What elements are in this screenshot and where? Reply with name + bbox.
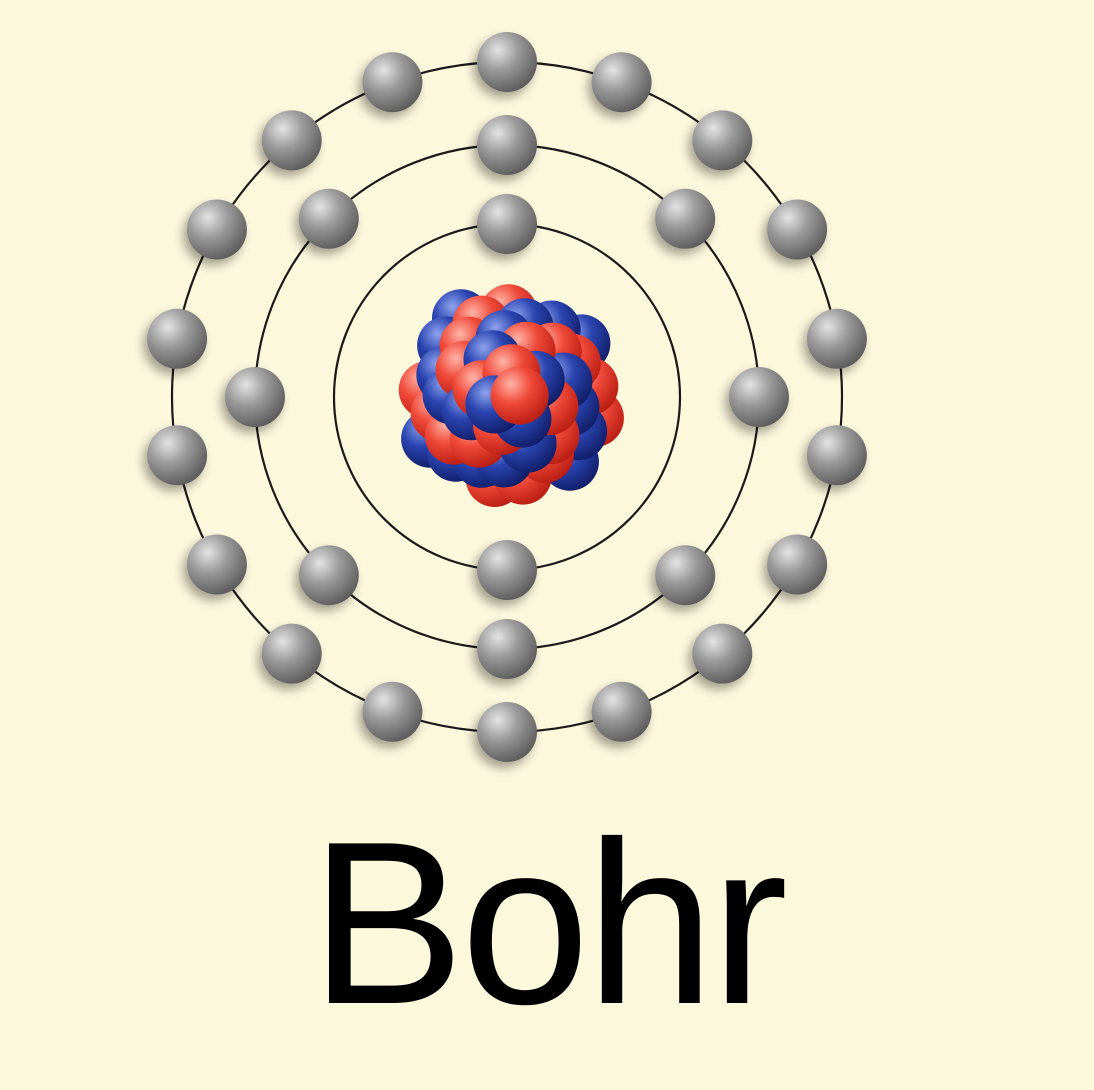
proton xyxy=(490,366,549,425)
electron xyxy=(362,681,423,742)
electron xyxy=(186,199,247,260)
electron xyxy=(298,188,359,249)
electron xyxy=(692,110,753,171)
caption-title: Bohr xyxy=(309,794,788,1053)
electron xyxy=(591,681,652,742)
electron xyxy=(186,534,247,595)
electron xyxy=(298,545,359,606)
electron xyxy=(477,115,537,175)
electron xyxy=(261,623,322,684)
nucleus xyxy=(398,284,624,507)
electron xyxy=(477,194,537,254)
electron xyxy=(806,425,867,486)
electron xyxy=(729,367,789,427)
electron xyxy=(362,52,423,113)
electron xyxy=(147,425,208,486)
electron xyxy=(147,308,208,369)
electron xyxy=(655,545,716,606)
electron xyxy=(806,308,867,369)
atom-diagram xyxy=(147,32,867,762)
electron xyxy=(477,619,537,679)
electron xyxy=(692,623,753,684)
electron xyxy=(655,188,716,249)
electron xyxy=(767,534,828,595)
electron xyxy=(591,52,652,113)
electron xyxy=(477,702,537,762)
electron xyxy=(477,540,537,600)
electron xyxy=(477,32,537,92)
electron xyxy=(225,367,285,427)
electron xyxy=(261,110,322,171)
electron xyxy=(767,199,828,260)
electrons-group xyxy=(147,32,867,762)
